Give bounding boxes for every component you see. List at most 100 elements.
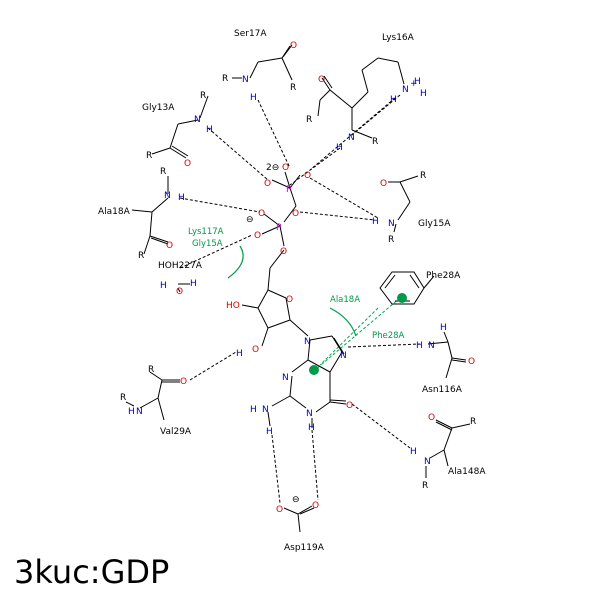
- atom-o: O: [312, 501, 319, 511]
- atom-h: H: [178, 193, 185, 203]
- atom-h: H: [206, 125, 213, 135]
- atom-r: R: [222, 74, 228, 84]
- contact-ala18a: Ala18A: [330, 295, 360, 305]
- atom-n: N: [428, 341, 435, 351]
- atom-n: N: [388, 219, 395, 229]
- atom-charge-2minus: 2⊖: [266, 163, 279, 173]
- atom-n: N: [348, 133, 355, 143]
- atom-r: R: [200, 91, 206, 101]
- residue-gly13a: Gly13A: [142, 103, 175, 113]
- hydrophobic-contact-arcs: [227, 245, 357, 337]
- residue-val29a: Val29A: [160, 427, 192, 437]
- atom-r: R: [160, 167, 166, 177]
- residue-lys16a: Lys16A: [382, 33, 415, 43]
- atom-o: O: [166, 241, 173, 251]
- atom-o: O: [176, 287, 183, 297]
- atom-o: O: [304, 171, 311, 181]
- atom-r: R: [422, 481, 428, 491]
- atom-n: N: [282, 373, 289, 383]
- atom-r: R: [306, 115, 312, 125]
- contact-gly15a: Gly15A: [192, 239, 223, 249]
- diagram-title: 3kuc:GDP: [14, 553, 169, 591]
- bond-skeleton: [125, 44, 471, 533]
- atom-h: H: [250, 93, 257, 103]
- atom-h: H: [250, 405, 257, 415]
- atom-p: P: [286, 185, 292, 195]
- atom-o: O: [380, 179, 387, 189]
- atom-r: R: [388, 235, 394, 245]
- atom-o: O: [292, 209, 299, 219]
- atom-o: O: [258, 209, 265, 219]
- atom-h: H: [416, 341, 423, 351]
- atom-n: N: [424, 457, 431, 467]
- atom-o: O: [276, 505, 283, 515]
- residue-phe28a: Phe28A: [426, 271, 461, 281]
- residue-hoh227a: HOH227A: [158, 261, 203, 271]
- atom-charge-minus: ⊖: [292, 495, 300, 505]
- hydrogen-bonds: [179, 94, 421, 504]
- atom-o: O: [252, 345, 259, 355]
- atom-p: P: [276, 223, 282, 233]
- guanine-ring-centroid: [309, 365, 319, 375]
- atom-h: H: [308, 423, 315, 433]
- atom-h: H: [266, 427, 273, 437]
- atom-charge-minus: ⊖: [246, 215, 254, 225]
- residue-labels: Ser17A Lys16A Gly13A Ala18A Gly15A HOH22…: [98, 29, 486, 553]
- atom-h: H: [336, 143, 343, 153]
- residue-gly15a: Gly15A: [418, 219, 451, 229]
- atom-r: R: [372, 137, 378, 147]
- atom-o: O: [264, 179, 271, 189]
- atom-r: R: [146, 151, 152, 161]
- atom-n: N: [242, 75, 249, 85]
- atom-r: R: [420, 171, 426, 181]
- atom-o: O: [428, 413, 435, 423]
- atom-r: R: [290, 83, 296, 93]
- atom-h: H: [236, 349, 243, 359]
- atom-n: N: [340, 351, 347, 361]
- atom-o: O: [318, 75, 325, 85]
- atom-o: O: [468, 357, 475, 367]
- atom-r: R: [148, 365, 154, 375]
- atom-o: O: [290, 41, 297, 51]
- atom-labels: R N H O R O R N + H H H N H R R N H O R …: [120, 41, 476, 515]
- atom-h: H: [390, 95, 397, 105]
- phe28a-ring-centroid: [397, 293, 407, 303]
- atom-n: N: [262, 405, 269, 415]
- atom-h: H: [410, 447, 417, 457]
- residue-asn116a: Asn116A: [422, 385, 463, 395]
- atom-h: H: [160, 281, 167, 291]
- atom-n: N: [306, 409, 313, 419]
- contact-lys117a: Lys117A: [188, 227, 224, 237]
- atom-h: H: [440, 323, 447, 333]
- atom-n: N: [402, 85, 409, 95]
- atom-n: N: [304, 337, 311, 347]
- atom-r: R: [470, 417, 476, 427]
- residue-ala148a: Ala148A: [448, 467, 486, 477]
- atom-o: O: [282, 163, 289, 173]
- residue-ser17a: Ser17A: [234, 29, 267, 39]
- atom-ho: HO: [226, 301, 240, 311]
- atom-h: H: [372, 217, 379, 227]
- contact-phe28a: Phe28A: [372, 331, 405, 341]
- atom-n: N: [164, 191, 171, 201]
- residue-ala18a: Ala18A: [98, 207, 131, 217]
- residue-asp119a: Asp119A: [284, 543, 325, 553]
- atom-n: N: [136, 407, 143, 417]
- contact-labels: Lys117A Gly15A Ala18A Phe28A: [188, 227, 405, 341]
- atom-charge-plus: +: [410, 79, 418, 89]
- atom-o: O: [286, 295, 293, 305]
- atom-h: H: [414, 77, 421, 87]
- atom-h: H: [190, 279, 197, 289]
- pi-stacking-lines: [314, 297, 401, 371]
- atom-r: R: [138, 251, 144, 261]
- atom-h: H: [420, 89, 427, 99]
- atom-h: H: [128, 407, 135, 417]
- atom-n: N: [194, 115, 201, 125]
- atom-o: O: [180, 377, 187, 387]
- atom-o: O: [254, 231, 261, 241]
- atom-o: O: [346, 401, 353, 411]
- atom-o: O: [184, 159, 191, 169]
- atom-o: O: [280, 247, 287, 257]
- atom-r: R: [120, 393, 126, 403]
